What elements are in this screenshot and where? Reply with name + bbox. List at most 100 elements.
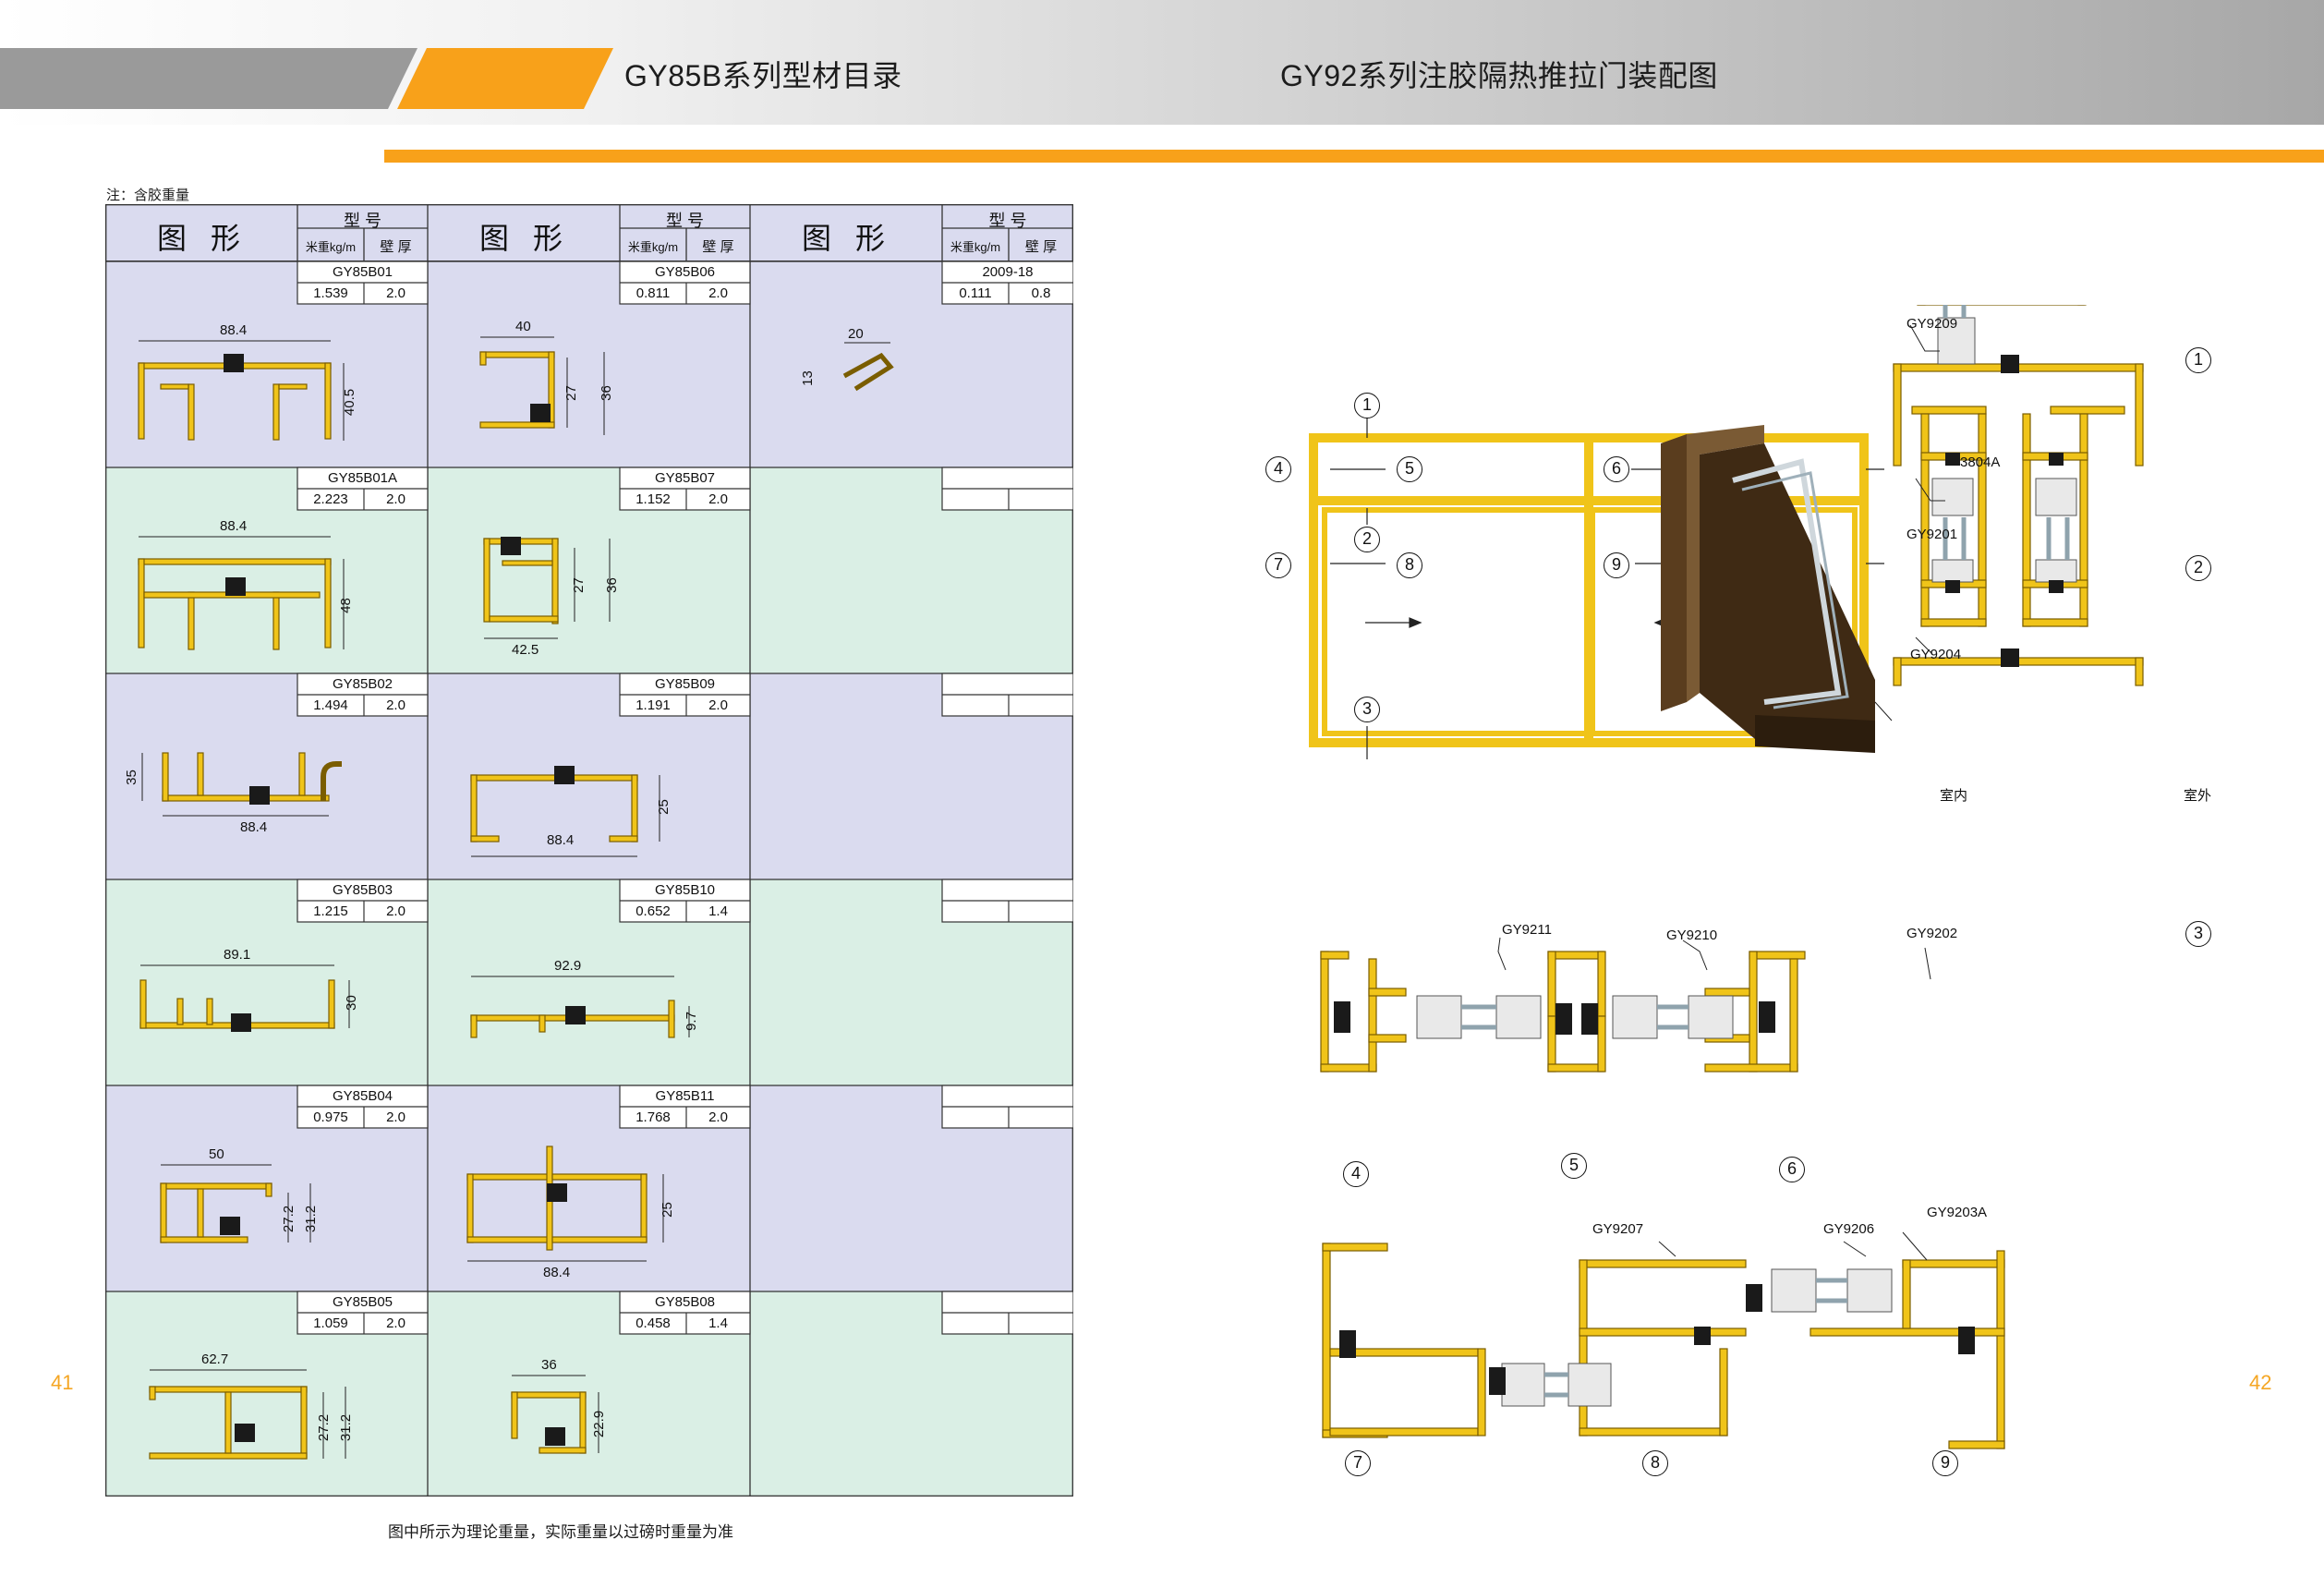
model-header: 型 号 [343, 212, 381, 230]
profile-thickness: 1.4 [708, 903, 728, 919]
profile-weight: 1.768 [635, 1109, 671, 1125]
profile-weight: 1.539 [313, 285, 348, 301]
dimension-label: 92.9 [554, 958, 582, 974]
model-header: 型 号 [665, 212, 704, 230]
dimension-label: 40 [515, 319, 531, 334]
header-accent-tab [397, 48, 613, 109]
header-gray-bar [0, 48, 418, 109]
profile-gy85b01 [138, 362, 332, 441]
weight-header: 米重kg/m [627, 240, 679, 254]
assembly-drawings [1309, 305, 2144, 1449]
callout-circle: 2 [1354, 527, 1380, 552]
callout-circle: 8 [1642, 1450, 1668, 1476]
callout-circle: 3 [1354, 697, 1380, 722]
dimension-label: 27 [563, 385, 579, 401]
table-header-row [105, 204, 1073, 261]
header-graphics [0, 48, 2324, 163]
thickness-header: 壁 厚 [380, 239, 412, 255]
profile-thickness: 2.0 [386, 285, 405, 301]
profile-weight: 0.458 [635, 1315, 671, 1331]
horizontal-section-top [1320, 951, 1806, 1073]
profile-model: GY85B02 [332, 676, 393, 692]
figure-header: 图形 [479, 222, 587, 255]
profile-thickness: 1.4 [708, 1315, 728, 1331]
profile-gy85b05 [149, 1386, 308, 1460]
part-label: GY9210 [1666, 927, 1718, 943]
dimension-label: 25 [655, 799, 672, 815]
dimension-label: 40.5 [342, 388, 358, 417]
horizontal-section-bottom [1322, 1243, 2005, 1449]
callout-circle: 4 [1265, 456, 1291, 482]
outdoor-label: 室外 [2184, 788, 2212, 804]
part-label: 3804A [1960, 455, 2001, 470]
profile-weight: 0.111 [959, 285, 992, 301]
profile-model: GY85B10 [654, 882, 716, 898]
dimension-label: 88.4 [547, 832, 575, 848]
profile-weight: 1.494 [313, 697, 348, 713]
dimension-label: 89.1 [224, 947, 251, 963]
weight-note: 注：含胶重量 [106, 188, 190, 203]
part-label: GY9206 [1823, 1221, 1875, 1237]
profile-weight: 0.811 [635, 285, 671, 301]
profile-model: GY85B05 [332, 1294, 393, 1310]
profile-model: GY85B08 [654, 1294, 716, 1310]
profile-weight: 1.152 [635, 491, 671, 507]
dimension-label: 9.7 [683, 1012, 699, 1031]
profile-weight: 0.652 [635, 903, 671, 919]
dimension-label: 36 [598, 385, 614, 401]
callout-circle: 2 [2185, 555, 2211, 581]
dimension-label: 88.4 [543, 1265, 571, 1280]
part-label: GY9204 [1910, 647, 1962, 662]
dimension-label: 25 [659, 1202, 675, 1218]
info-box [297, 261, 1073, 305]
table-row [105, 1291, 1073, 1497]
callout-circle: 8 [1397, 552, 1422, 578]
profile-thickness: 0.8 [1031, 285, 1051, 301]
profile-model: 2009-18 [982, 264, 1034, 280]
profile-thickness: 2.0 [386, 1109, 405, 1125]
profile-thickness: 2.0 [386, 491, 405, 507]
dimension-label: 36 [603, 577, 620, 593]
profile-thickness: 2.0 [386, 903, 405, 919]
profile-model: GY85B11 [655, 1088, 715, 1104]
dimension-label: 27.2 [281, 1205, 297, 1233]
thickness-header: 壁 厚 [702, 239, 734, 255]
dimension-label: 27 [570, 577, 587, 593]
dimension-label: 88.4 [220, 518, 248, 534]
dimension-label: 62.7 [201, 1352, 229, 1367]
profile-thickness: 2.0 [708, 1109, 728, 1125]
profile-2009-18 [842, 352, 894, 392]
page-number-right: 42 [2249, 1371, 2272, 1394]
part-label: GY9209 [1906, 316, 1958, 332]
corner-section-render [1661, 425, 1875, 753]
callout-circle: 7 [1265, 552, 1291, 578]
callout-circle: 9 [1604, 552, 1629, 578]
dimension-label: 48 [337, 598, 354, 613]
profile-thickness: 2.0 [708, 697, 728, 713]
part-label: GY9207 [1592, 1221, 1644, 1237]
callout-circle: 6 [1779, 1157, 1805, 1182]
table-row [105, 879, 1073, 1085]
callout-circle: 3 [2185, 921, 2211, 947]
callout-circle: 4 [1343, 1161, 1369, 1187]
profile-thickness: 2.0 [708, 285, 728, 301]
callout-circle: 5 [1561, 1153, 1587, 1179]
profile-gy85b04 [160, 1182, 272, 1243]
figure-header: 图形 [157, 222, 265, 255]
profile-weight: 2.223 [313, 491, 348, 507]
weight-header: 米重kg/m [950, 240, 1001, 254]
profile-thickness: 2.0 [708, 491, 728, 507]
table-row [105, 467, 1073, 673]
dimension-label: 31.2 [303, 1205, 320, 1233]
left-page-title: GY85B系列型材目录 [624, 59, 902, 92]
part-label: GY9203A [1927, 1205, 1988, 1220]
vertical-section [1893, 305, 2144, 686]
profile-gy85b08 [511, 1391, 587, 1454]
dimension-label: 13 [799, 370, 816, 386]
profile-gy85b02 [162, 752, 342, 802]
profile-gy85b01a [138, 558, 332, 650]
table-grid [105, 204, 1073, 1497]
profile-model: GY85B04 [332, 1088, 393, 1104]
profile-model: GY85B07 [654, 470, 716, 486]
profile-thickness: 2.0 [386, 697, 405, 713]
